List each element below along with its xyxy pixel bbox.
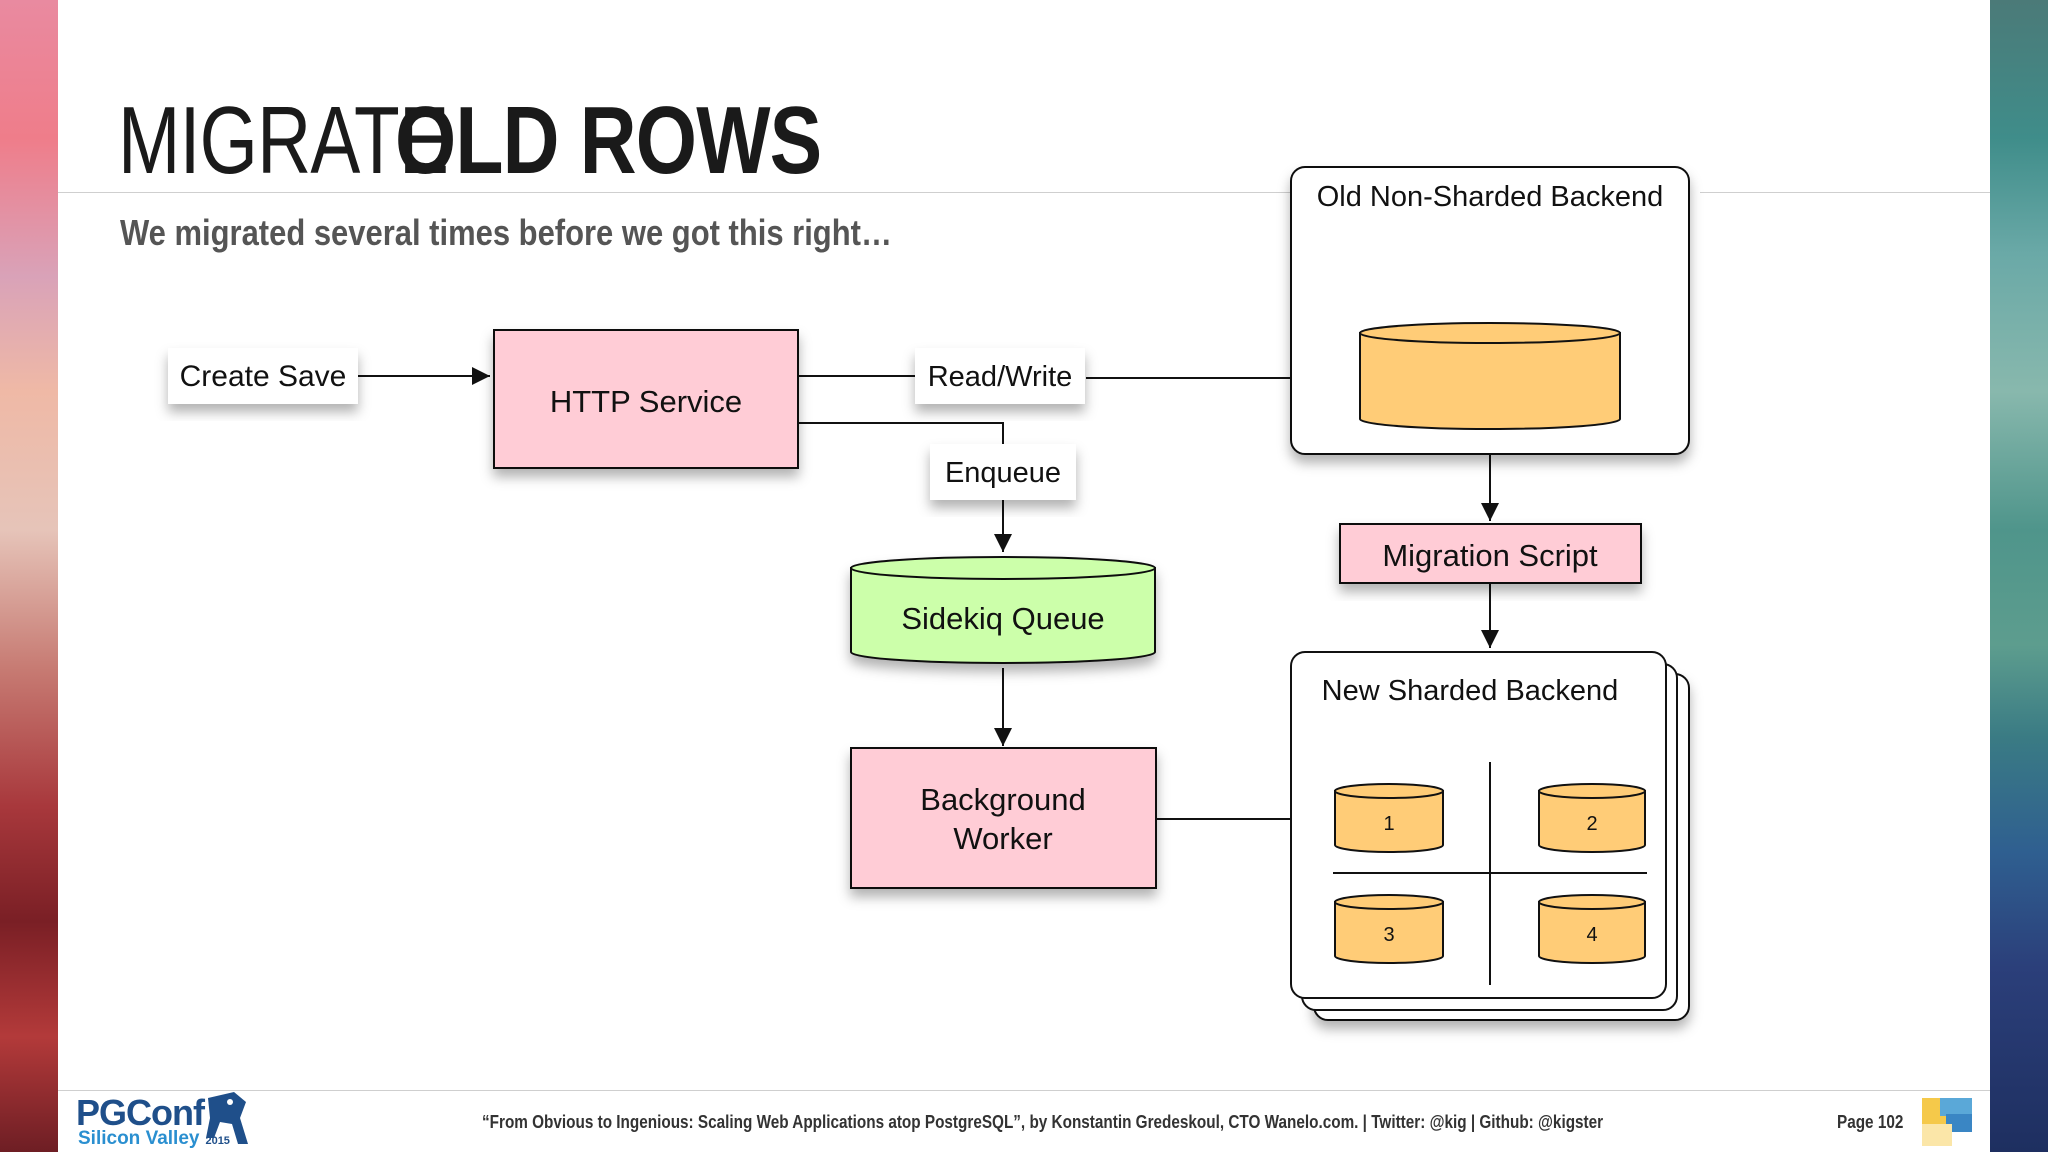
slide-subtitle: We migrated several times before we got …: [120, 212, 892, 253]
read-write-label-box: Read/Write: [915, 348, 1085, 404]
line-http-to-enqueue: [797, 422, 1004, 444]
page-number: Page 102: [1837, 1112, 1904, 1132]
background-worker-label-2: Worker: [953, 821, 1052, 856]
header-rule-right: [1700, 192, 1990, 193]
sidekiq-queue-node: [850, 556, 1156, 664]
footer-rule: [58, 1090, 1990, 1091]
logo-main-text: PGConf: [76, 1092, 205, 1133]
create-save-label: Create Save: [180, 360, 347, 393]
title-light: MIGRATE: [118, 87, 449, 194]
shard-2: 2: [1538, 783, 1646, 853]
shard-3: 3: [1334, 894, 1444, 964]
shard-4-label: 4: [1586, 924, 1597, 946]
old-backend-label: Old Non-Sharded Backend: [1317, 181, 1664, 213]
sidekiq-queue-label: Sidekiq Queue: [901, 601, 1104, 636]
footer-citation: “From Obvious to Ingenious: Scaling Web …: [482, 1112, 1604, 1132]
left-decorative-border: [0, 0, 58, 1152]
logo-location: Silicon Valley: [78, 1128, 200, 1149]
shard-3-label: 3: [1383, 924, 1394, 946]
http-service-label: HTTP Service: [550, 384, 742, 419]
header-rule: [58, 192, 1290, 193]
background-worker-node: Background Worker: [850, 747, 1157, 889]
background-worker-label-1: Background: [920, 782, 1085, 817]
shard-1: 1: [1334, 783, 1444, 853]
elephant-icon: [206, 1092, 248, 1144]
migration-script-label: Migration Script: [1382, 538, 1598, 573]
old-backend-database: [1359, 322, 1621, 430]
conference-corner-logo-icon: [1922, 1098, 1972, 1146]
read-write-label: Read/Write: [928, 361, 1073, 393]
enqueue-label: Enqueue: [945, 457, 1061, 489]
slide-title: MIGRATE OLD ROWS: [118, 86, 915, 196]
migration-script-node: Migration Script: [1339, 523, 1642, 584]
shard-1-label: 1: [1383, 813, 1394, 835]
title-bold: OLD ROWS: [394, 87, 822, 194]
new-backend-label: New Sharded Backend: [1322, 675, 1619, 707]
enqueue-label-box: Enqueue: [930, 444, 1076, 500]
shard-4: 4: [1538, 894, 1646, 964]
create-save-node: Create Save: [168, 348, 358, 404]
http-service-node: HTTP Service: [493, 329, 799, 469]
shard-2-label: 2: [1586, 813, 1597, 835]
right-decorative-border: [1990, 0, 2048, 1152]
